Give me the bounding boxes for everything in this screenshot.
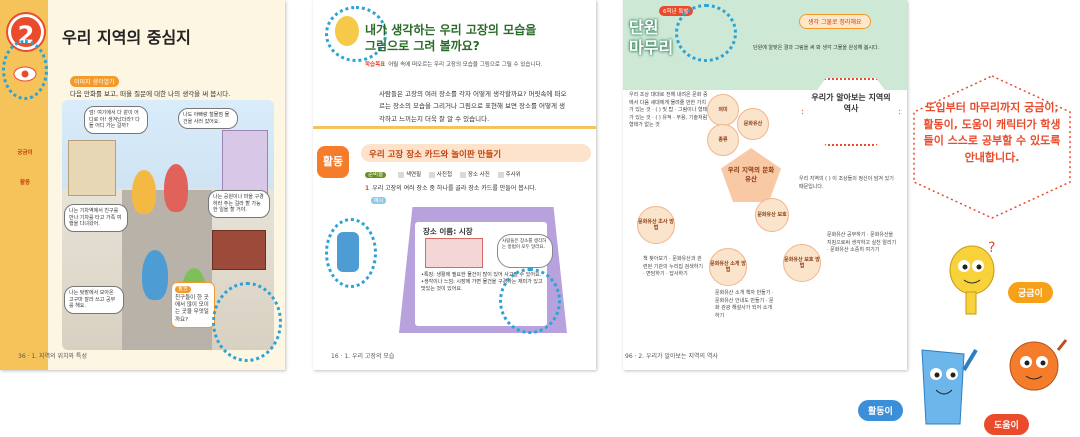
topic-title: 우리가 알아보는 지역의 역사	[811, 93, 891, 114]
character-active-icon	[921, 348, 978, 425]
goal-text: 어릴 속에 떠오르는 우리 고장의 모습을 그림으로 그릴 수 있습니다.	[388, 62, 543, 68]
speech-bubble: 나는 텃밭에서 모아온 고구마 잘라 쓰고 공부를 해요.	[64, 286, 124, 314]
label-curious: 궁금이	[1008, 282, 1053, 303]
highlight-circle	[325, 218, 377, 288]
activity-box-head: 활동	[175, 286, 192, 294]
intro-list: 문화유산 소개 책자 만들기 · 문화유산 안내도 만들기 · 문화 관광 해설…	[715, 290, 774, 319]
material-item: 색연필	[405, 172, 422, 178]
highlight-circle	[675, 4, 737, 62]
goal-tag: 학습목표	[365, 62, 386, 68]
label-active: 활동이	[858, 400, 903, 421]
textbook-page-1: 2 우리 지역의 중심지 이미지 생각열기 다음 만화를 보고, 떠올 질문에 …	[0, 0, 285, 370]
activity-title: 우리 고장 장소 카드와 놀이판 만들기	[369, 150, 502, 160]
title-line: 단원	[629, 18, 659, 37]
definition-text: 우리 조상 대대로 전해 내려온 문화 중에서 다음 세대에게 물려줄 만한 가…	[629, 92, 708, 128]
divider	[313, 126, 596, 129]
character-curious-icon: ?	[949, 240, 995, 315]
page-footer: 36 · 1. 지역의 위치와 특성	[18, 353, 87, 360]
highlight-circle	[2, 40, 48, 100]
side-label-activity: 활동	[19, 180, 31, 186]
mind-map-pill: 생각 그물로 정리해요	[799, 14, 871, 29]
unit-review-title: 단원 마무리	[629, 18, 673, 58]
temple	[212, 230, 266, 270]
annotation-hexagon	[913, 75, 1071, 219]
center-node-label: 우리 지역의 문화유산	[727, 166, 775, 183]
card-note: 사람들은 장소를 생각하는 방법이 모두 달라요.	[497, 234, 553, 268]
node-intro-method: 문화유산 소개 방법	[709, 248, 747, 286]
card-text: •특징: 생활에 필요한 물건이 많이 있어 사고팔 수 있어요. •생각이나 …	[421, 272, 543, 292]
svg-text:?: ?	[988, 240, 995, 256]
character-curious	[335, 16, 359, 46]
speech-bubble: 나는 공원이나 마을 구경하러 주는 걸라 할 가능한 일을 할 거야.	[208, 190, 270, 218]
reason-text: 우리 지역의 ( ) 이 조상들의 정신이 담겨 있기 때문입니다.	[799, 176, 894, 190]
building	[222, 130, 268, 196]
node-research-method: 문화유산 조사 방법	[637, 206, 675, 244]
character-active	[337, 232, 359, 272]
step-text: 우리 고장의 여러 장소 중 하나를 골라 장소 카드를 만들어 봅시다.	[372, 185, 537, 192]
material-item: 사진첩	[436, 172, 453, 178]
activity-box-text: 친구들이 한 곳에서 많이 모이는 곳을 무엇일까요?	[175, 295, 209, 323]
protection-list: 문화유산 공부하기 · 문화유산을 지킴으로써 생각하고 실천 알리기 · 문화…	[827, 232, 897, 253]
instruction: 단원에 알맞은 결과 그림을 써 봐 생각 그물을 완성해 봅시다.	[753, 45, 880, 51]
speech-bubble: 나도 아빠랑 철물점 물건을 사러 갔어요.	[178, 108, 238, 129]
page-footer: 96 · 2. 우리가 알아보는 지역의 역사	[625, 353, 718, 360]
section-tag: 이미지 생각열기	[70, 76, 119, 87]
side-label-curious: 궁금이	[17, 150, 33, 156]
character-helper-icon	[1009, 339, 1068, 391]
activity-box: 활동 친구들이 한 곳에서 많이 모이는 곳을 무엇일까요?	[171, 282, 215, 328]
highlight-circle	[499, 268, 561, 334]
title-line: 그림으로 그려 볼까요?	[365, 39, 480, 54]
activity-header-bg	[361, 144, 591, 162]
topic-hexagon	[801, 78, 901, 146]
page-footer: 16 · 1. 우리 고장의 모습	[331, 353, 395, 360]
character	[142, 250, 168, 300]
node-protection-method: 문화유산 보호 방법	[783, 244, 821, 282]
title-line: 내가 생각하는 우리 고장의 모습을	[365, 23, 537, 37]
title-line: 마무리	[629, 38, 674, 57]
material-item: 장소 사진	[467, 172, 490, 178]
badge: 6학년 특별	[659, 6, 693, 16]
card-heading: 장소 이름: 시장	[423, 227, 473, 236]
character	[164, 164, 188, 212]
page-title: 내가 생각하는 우리 고장의 모습을 그림으로 그려 볼까요?	[365, 22, 536, 54]
textbook-page-3: 6학년 특별 단원 마무리 생각 그물로 정리해요 단원에 알맞은 결과 그림을…	[623, 0, 907, 370]
step-number: 1	[365, 185, 370, 192]
materials-label: 준비물	[365, 172, 387, 178]
material-item: 주사위	[505, 172, 521, 178]
market-illustration	[425, 238, 483, 268]
page-title: 우리 지역의 중심지	[62, 28, 191, 47]
node-types: 종류	[707, 124, 739, 156]
speech-bubble: 나는 기차역에서 친구를 만나 기차를 타고 가족 여행을 다녀왔어.	[64, 204, 128, 232]
instruction: 다음 만화를 보고, 떠올 질문에 대한 나의 생각을 써 봅시다.	[70, 90, 231, 98]
example-tag: 예시	[371, 197, 387, 204]
annotation-text: 도입부터 마무리까지 궁금이, 활동이, 도움이 캐릭터가 학생들이 스스로 공…	[923, 101, 1061, 164]
speech-bubble: 엄! 여기에서 다 같이 어디로 아! 생겨났더라? 다들 어디 가는 걸까?	[84, 106, 148, 134]
label-helper: 도움이	[984, 414, 1029, 435]
research-list: 책 찾아보기 · 문화유산과 관련된 기관의 누리집 검색하기 · 면담하기 ·…	[643, 256, 703, 277]
character	[132, 170, 156, 214]
node-heritage: 문화유산	[737, 108, 769, 140]
node-meaning: 의미	[707, 94, 739, 126]
intro-paragraph: 사람들은 고장의 여러 장소를 각자 어떻게 생각할까요? 머릿속에 떠오르는 …	[379, 90, 567, 123]
node-protection: 문화유산 보호	[755, 198, 789, 232]
highlight-circle	[325, 6, 387, 62]
materials: 준비물 색연필 사진첩 장소 사진 주사위	[365, 170, 521, 178]
building	[68, 140, 116, 196]
highlight-circle	[212, 282, 282, 362]
activity-tab: 활동	[317, 146, 349, 178]
